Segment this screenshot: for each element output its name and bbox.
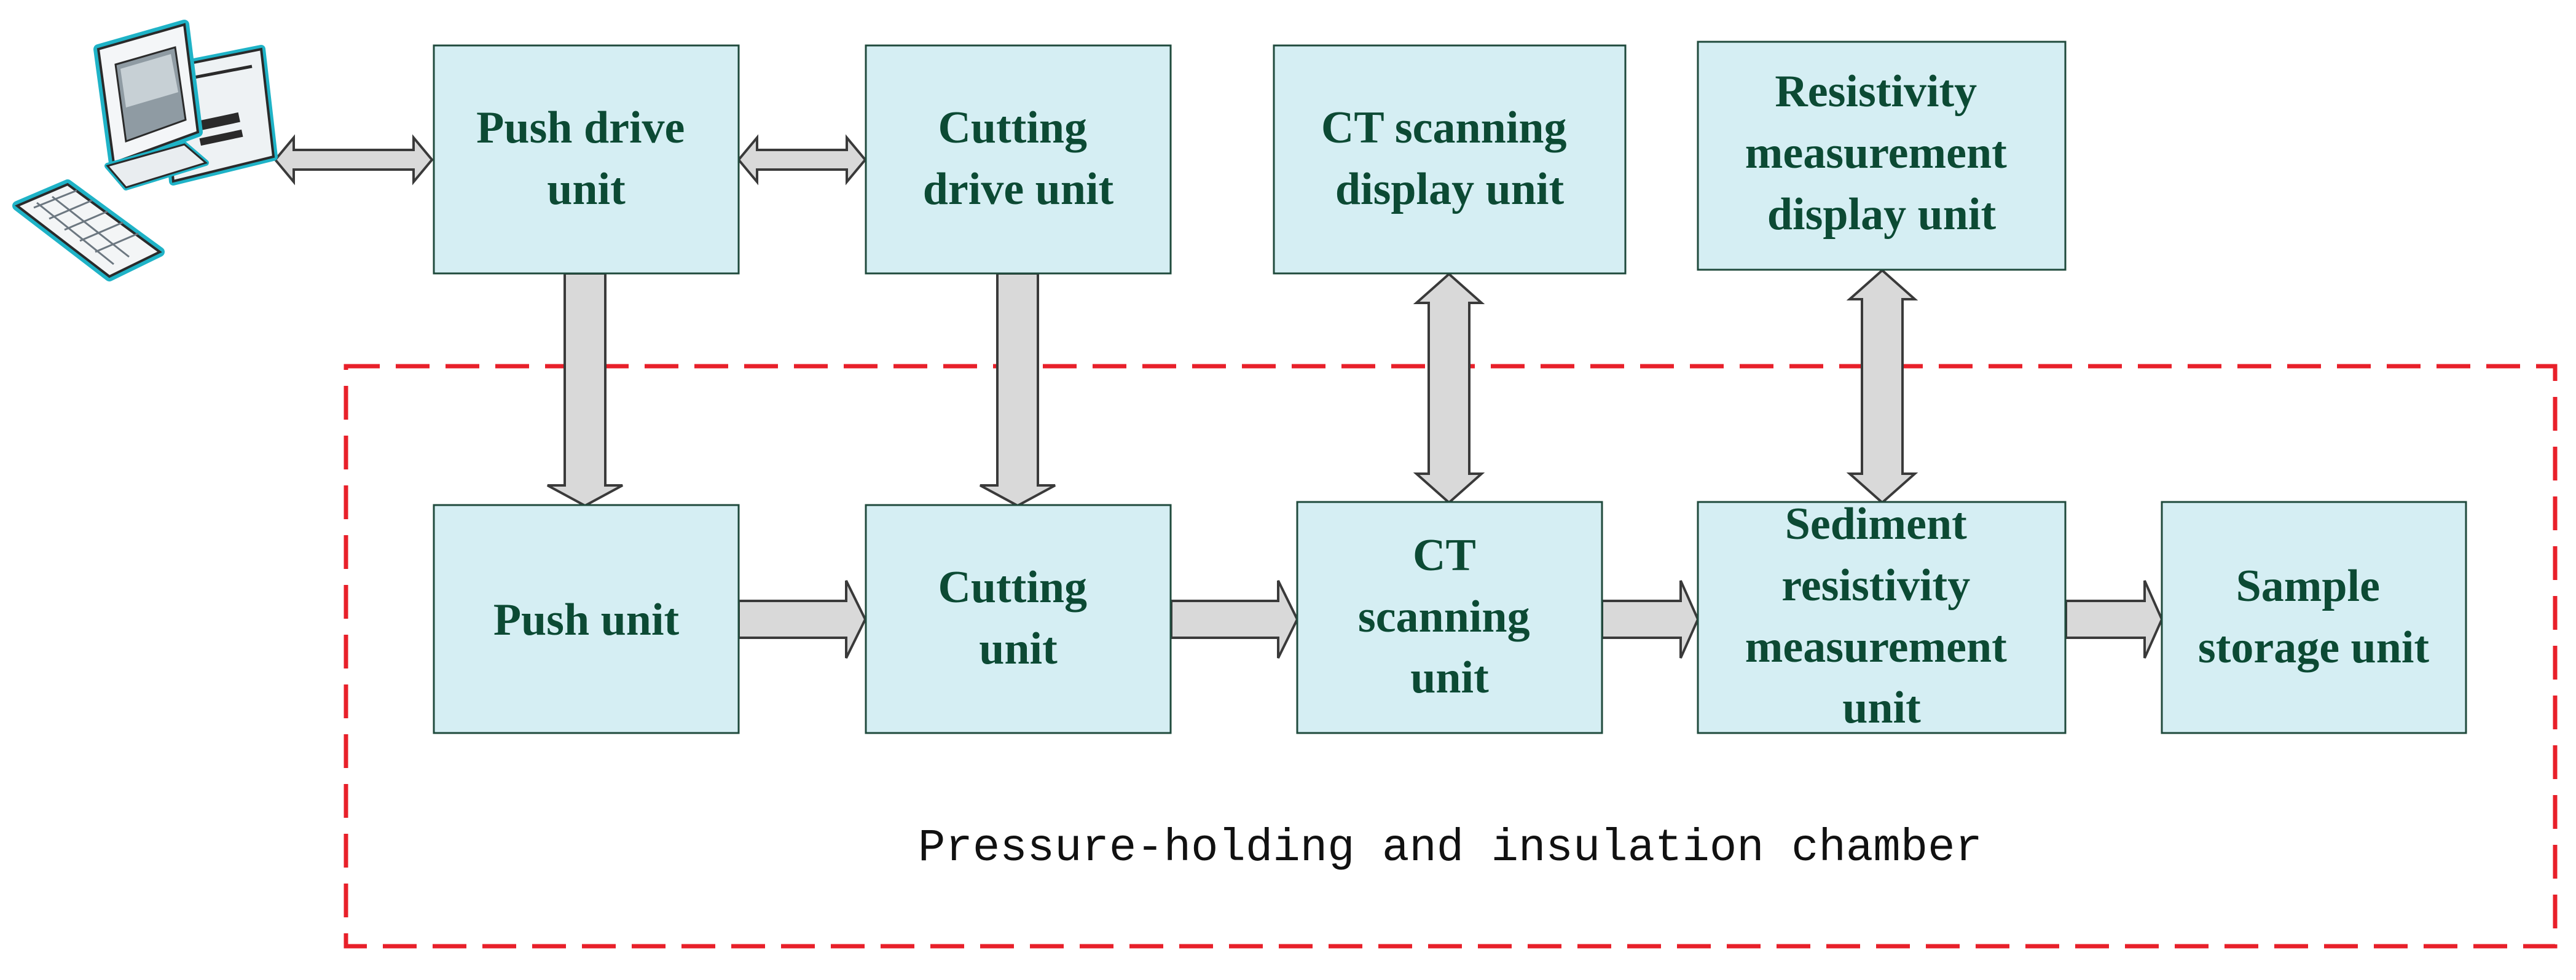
ct-scanning-display-unit-box	[1273, 44, 1627, 275]
resistivity-display-unit-label: Resistivity measurement display unit	[1745, 66, 2019, 240]
arrow-resistivity-display-sediment	[1846, 269, 1918, 504]
computer-icon	[12, 20, 278, 281]
ct-scanning-display-unit-label: CT scanning display unit	[1321, 103, 1578, 214]
cutting-drive-unit-box	[865, 44, 1172, 275]
cutting-unit-box	[865, 504, 1172, 734]
resistivity-display-unit-box	[1697, 41, 2067, 271]
sediment-resistivity-unit-label: Sediment resistivity measurement unit	[1745, 499, 2019, 733]
arrow-cutting-ct	[1170, 580, 1299, 659]
ct-scanning-unit-label: CT scanning unit	[1358, 530, 1541, 703]
arrow-computer-push-drive	[273, 134, 434, 186]
sediment-resistivity-unit-box	[1697, 501, 2067, 734]
push-drive-unit-label: Push drive unit	[476, 103, 696, 214]
arrows	[273, 134, 2164, 659]
sample-storage-unit-box	[2161, 501, 2467, 734]
unit-boxes	[433, 41, 2467, 734]
sample-storage-unit-label: Sample storage unit	[2198, 561, 2430, 673]
arrow-push-drive-push-unit	[547, 272, 623, 508]
push-unit-label: Push unit	[493, 595, 680, 645]
arrow-cutting-drive-cutting-unit	[980, 272, 1056, 508]
arrow-sediment-storage	[2065, 580, 2164, 659]
push-unit-box	[433, 504, 740, 734]
arrow-ct-sediment	[1601, 580, 1700, 659]
unit-labels: Push drive unit Cutting drive unit CT sc…	[476, 66, 2429, 733]
arrow-ct-display-ct-scanning	[1413, 272, 1485, 504]
ct-scanning-unit-box	[1296, 501, 1603, 734]
arrow-push-drive-cutting-drive	[737, 134, 867, 186]
cutting-unit-label: Cutting unit	[938, 562, 1098, 674]
push-drive-unit-box	[433, 44, 740, 275]
cutting-drive-unit-label: Cutting drive unit	[923, 103, 1114, 214]
chamber-label: Pressure-holding and insulation chamber	[918, 823, 1982, 874]
arrow-push-cutting	[737, 580, 867, 659]
